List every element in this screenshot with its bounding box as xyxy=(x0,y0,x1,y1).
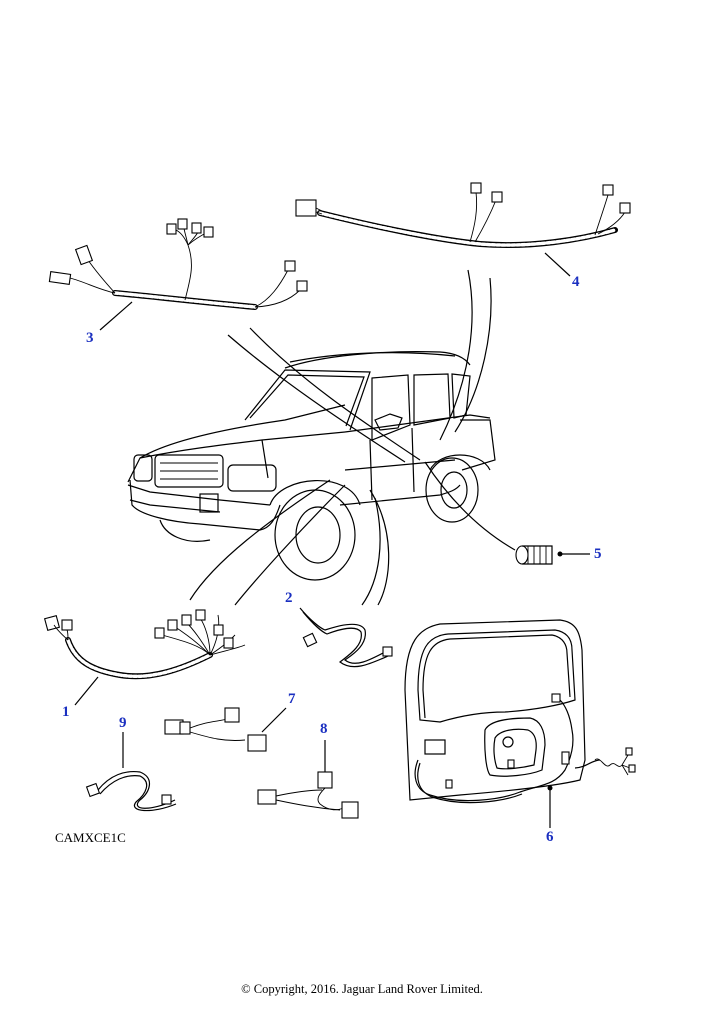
harness-9 xyxy=(85,770,177,812)
harness-4 xyxy=(295,182,631,249)
routing-curve xyxy=(227,334,406,463)
routing-curve xyxy=(454,277,492,433)
leader-7 xyxy=(261,707,287,733)
callout-3: 3 xyxy=(86,330,94,346)
harness-8 xyxy=(257,771,359,819)
callout-8: 8 xyxy=(320,721,328,737)
callout-9: 9 xyxy=(119,715,127,731)
harness-2 xyxy=(299,607,393,668)
routing-curve xyxy=(234,484,346,606)
routing-curve xyxy=(369,489,390,606)
copyright-notice: © Copyright, 2016. Jaguar Land Rover Lim… xyxy=(241,982,483,996)
harness-1 xyxy=(43,609,246,680)
leader-1 xyxy=(74,676,99,706)
callout-5: 5 xyxy=(594,546,602,562)
illustration-reference-code: CAMXCE1C xyxy=(55,830,126,845)
harness-3 xyxy=(48,218,308,310)
grommet-5 xyxy=(515,545,563,565)
routing-curve xyxy=(189,479,331,601)
callout-4: 4 xyxy=(572,274,580,290)
routing-curve xyxy=(249,327,421,461)
tailgate-outline xyxy=(404,619,586,801)
routing-curve xyxy=(439,269,473,441)
leader-4 xyxy=(544,252,571,277)
harness-6 xyxy=(414,693,636,804)
harness-7 xyxy=(164,707,267,752)
callout-1: 1 xyxy=(62,704,70,720)
callout-7: 7 xyxy=(288,691,296,707)
callout-2: 2 xyxy=(285,590,293,606)
leader-3 xyxy=(99,301,133,331)
callout-6: 6 xyxy=(546,829,554,845)
vehicle-outline xyxy=(127,351,496,581)
routing-curve xyxy=(361,497,381,606)
routing-curve xyxy=(424,461,516,551)
